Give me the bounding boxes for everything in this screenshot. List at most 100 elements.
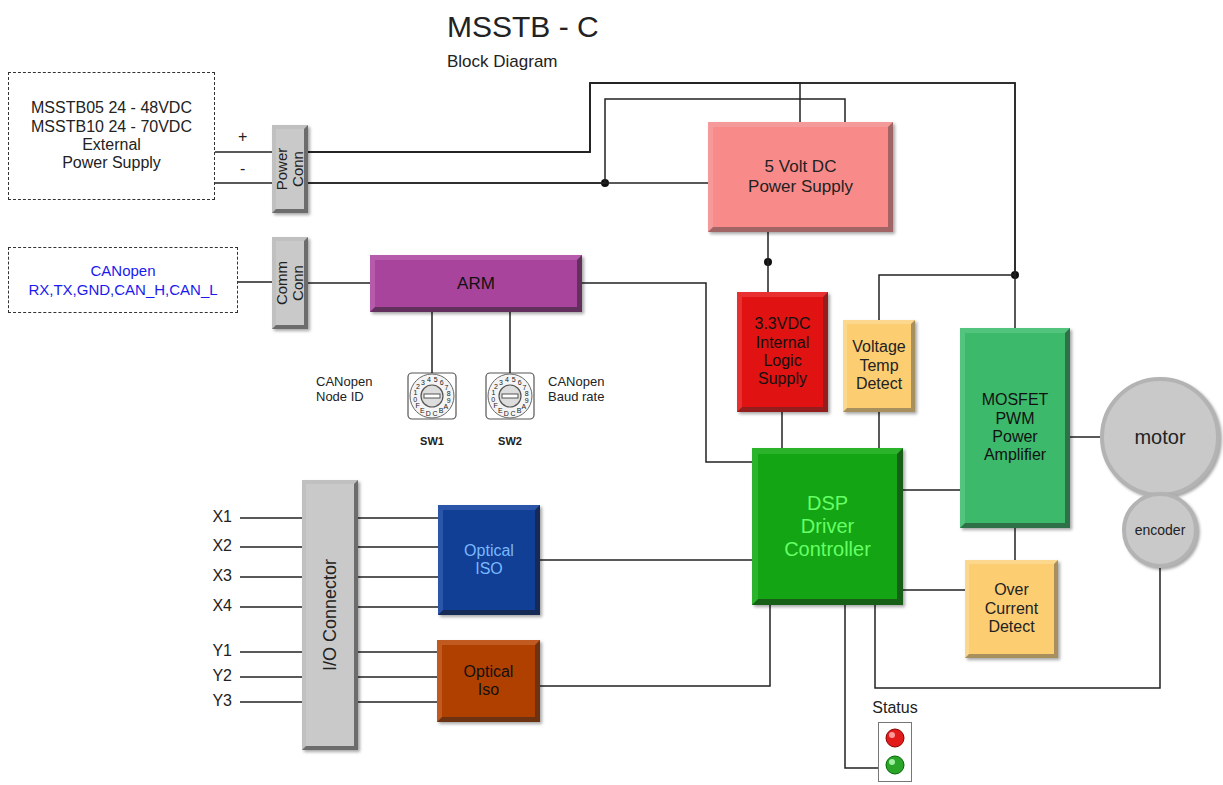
node-label: MOSFET PWM Power Amplifier [975, 391, 1055, 465]
node-label: motor [1134, 426, 1185, 449]
dial-digit: F [494, 402, 498, 409]
connector-bar: Comm Conn [272, 237, 308, 329]
detect-box: Over Current Detect [965, 560, 1058, 658]
dial-digit: 9 [525, 396, 529, 403]
dial-digit: 0 [413, 395, 417, 402]
motor-circle: motor [1100, 377, 1220, 497]
dial-digit: D [504, 409, 509, 416]
node-label: Over Current Detect [977, 581, 1047, 636]
wire [767, 232, 769, 292]
signal-name: Y1 [186, 642, 232, 660]
dial-digit: 2 [416, 383, 420, 390]
node-label: Voltage Temp Detect [849, 338, 909, 393]
dial-digit: 9 [447, 396, 451, 403]
optical-isolator-box: Optical Iso [437, 640, 540, 722]
dial-digit: C [432, 409, 437, 416]
dial-digit: 5 [512, 376, 516, 383]
node-sublabel: MSSTB10 24 - 70VDC [31, 118, 192, 136]
dial-digit: 4 [505, 376, 509, 383]
signal-name: Y2 [186, 667, 232, 685]
diagram-title: MSSTB - C [447, 10, 599, 44]
wire [781, 412, 783, 448]
rotary-switch [408, 373, 456, 419]
dial-digit: 8 [525, 390, 529, 397]
dial-digit: 6 [518, 379, 522, 386]
wire [215, 182, 272, 184]
dial-digit: 7 [444, 383, 448, 390]
external-supply-box: MSSTB05 24 - 48VDCMSSTB10 24 - 70VDCExte… [8, 72, 215, 200]
output-wire [240, 676, 302, 678]
io-connector-bar: I/O Connector [302, 480, 358, 750]
wire [1070, 436, 1100, 438]
wire [215, 151, 272, 153]
wire [358, 546, 438, 548]
wire [358, 517, 438, 519]
node-label: DSP Driver Controller [780, 492, 876, 561]
detect-box: Voltage Temp Detect [843, 320, 915, 412]
wire [358, 676, 437, 678]
input-wire [240, 576, 302, 578]
dial-digit: 8 [447, 390, 451, 397]
input-wire [240, 606, 302, 608]
wire [878, 412, 880, 448]
polarity-sign: - [240, 160, 245, 178]
wire [582, 283, 752, 462]
connector-bar: Power Conn [272, 125, 308, 213]
logic-supply-box: 3.3VDC Internal Logic Supply [737, 292, 828, 412]
dial-digit: D [426, 409, 431, 416]
node-label: CANopen Baud rate [548, 375, 624, 405]
wire [540, 559, 752, 561]
canopen-box: CANopenRX,TX,GND,CAN_H,CAN_L [8, 247, 238, 313]
node-label: MSSTB05 24 - 48VDC [31, 99, 192, 117]
wire [540, 605, 770, 686]
input-wire [240, 546, 302, 548]
wire [308, 83, 1015, 328]
status-led [886, 729, 904, 774]
dial-digit: F [416, 402, 420, 409]
wire [875, 568, 1160, 688]
signal-name: X3 [186, 567, 232, 585]
wire [308, 282, 370, 284]
wire [358, 576, 438, 578]
signal-name: Y3 [186, 692, 232, 710]
node-label: Power Conn [274, 146, 306, 192]
dial-digit: 1 [413, 389, 417, 396]
wire [358, 651, 437, 653]
dial-digit: B [517, 407, 522, 414]
wire [358, 606, 438, 608]
dial-digit: 3 [421, 378, 425, 385]
node-label: 3.3VDC Internal Logic Supply [747, 315, 819, 389]
signal-name: X4 [186, 597, 232, 615]
subtitle: Block Diagram [447, 52, 558, 72]
node-label: 5 Volt DC Power Supply [741, 157, 861, 196]
wire [308, 83, 1015, 320]
dial-digit: 0 [491, 395, 495, 402]
node-sublabel: SW2 [490, 435, 530, 448]
wire [903, 489, 960, 491]
wire [845, 605, 878, 768]
amplifier-box: MOSFET PWM Power Amplifier [960, 328, 1070, 528]
dial-digit: A [522, 402, 527, 409]
output-wire [240, 701, 302, 703]
node-label: encoder [1135, 522, 1186, 538]
wire [903, 589, 965, 591]
power-supply-box: 5 Volt DC Power Supply [708, 122, 893, 232]
node-label: Optical Iso [454, 663, 524, 700]
dial-digit: C [510, 409, 515, 416]
rotary-switch [486, 373, 534, 419]
dial-digit: 5 [434, 376, 438, 383]
dial-digit: B [439, 407, 444, 414]
signal-name: X1 [186, 508, 232, 526]
node-sublabel: SW1 [412, 435, 452, 448]
wire [238, 281, 272, 283]
wire [509, 312, 511, 373]
signal-name: X2 [186, 537, 232, 555]
node-label: Comm Conn [274, 260, 306, 306]
dial-digit: 6 [440, 379, 444, 386]
dial-digit: 4 [427, 376, 431, 383]
node-label: ARM [457, 274, 495, 294]
dial-digit: 2 [494, 383, 498, 390]
processor-box: ARM [370, 255, 582, 312]
dial-digit: 3 [499, 378, 503, 385]
dial-digit: E [420, 406, 425, 413]
